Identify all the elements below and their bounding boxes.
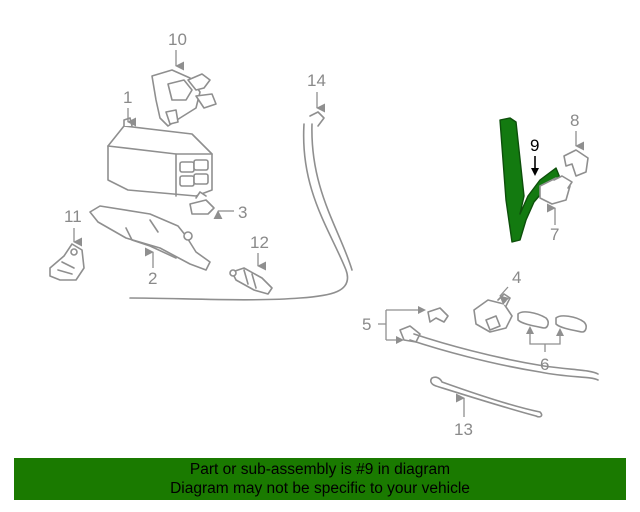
callout-1: 1 — [123, 88, 132, 107]
part-2-canister-bracket[interactable] — [89, 205, 211, 271]
callout-10: 10 — [168, 30, 187, 49]
part-1-charcoal-canister[interactable] — [107, 117, 213, 197]
info-banner: Part or sub-assembly is #9 in diagram Di… — [14, 458, 626, 500]
part-5-hoses[interactable] — [399, 307, 599, 381]
callout-2: 2 — [148, 269, 157, 288]
callout-7: 7 — [550, 225, 559, 244]
footer-line-1: Part or sub-assembly is #9 in diagram — [189, 461, 451, 478]
part-10-purge-valve[interactable] — [151, 69, 217, 127]
part-12-sensor[interactable] — [229, 267, 273, 295]
part-3-bracket[interactable] — [189, 191, 215, 215]
callout-14: 14 — [307, 71, 326, 90]
callout-8: 8 — [570, 111, 579, 130]
part-7-filter[interactable] — [539, 175, 573, 205]
callout-12: 12 — [250, 233, 269, 252]
parts-diagram: 10 1 3 2 11 12 — [49, 30, 599, 439]
callout-6: 6 — [540, 355, 549, 374]
callout-13: 13 — [454, 420, 473, 439]
part-11-clip[interactable] — [49, 243, 85, 281]
part-9-hose-highlighted[interactable] — [499, 117, 561, 243]
callout-9: 9 — [530, 136, 539, 155]
part-14-vapor-hose[interactable] — [129, 111, 353, 301]
part-4-valve[interactable] — [473, 293, 513, 333]
callout-3: 3 — [238, 203, 247, 222]
part-13-rigid-line[interactable] — [430, 376, 543, 418]
callout-5: 5 — [362, 315, 371, 334]
footer-line-2: Diagram may not be specific to your vehi… — [170, 480, 470, 497]
callout-4: 4 — [512, 268, 521, 287]
callout-11: 11 — [64, 207, 82, 226]
part-6-connectors[interactable] — [517, 311, 587, 333]
part-8-elbow-hose[interactable] — [563, 149, 589, 177]
